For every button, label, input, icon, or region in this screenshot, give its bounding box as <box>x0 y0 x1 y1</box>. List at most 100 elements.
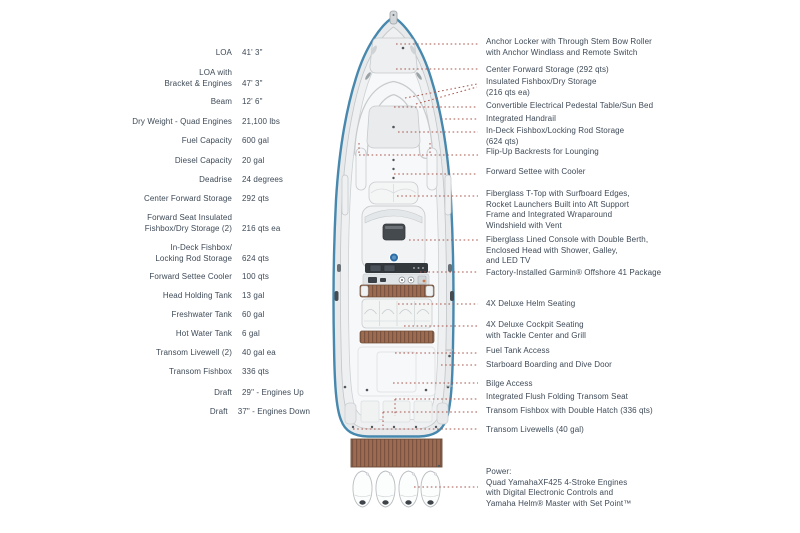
deck-latch-dot <box>392 158 395 162</box>
spec-value: 13 gal <box>242 291 265 300</box>
callout-cockpit-seating: 4X Deluxe Cockpit Seating with Tackle Ce… <box>486 320 587 340</box>
deck-latch-dot <box>392 167 395 171</box>
spec-row-transom-livewell: Transom Livewell (2) 40 gal ea <box>40 348 310 359</box>
bow-deck-hatch-port <box>371 45 377 55</box>
spec-row-loa: LOA 41' 3" <box>40 48 310 59</box>
fuel-tank-hatch <box>376 351 417 393</box>
garmin-display-right <box>383 264 396 272</box>
spec-row-fuel-capacity: Fuel Capacity 600 gal <box>40 136 310 147</box>
spec-label: LOA with Bracket & Engines <box>164 68 232 88</box>
spec-row-forward-seat-fishbox: Forward Seat Insulated Fishbox/Dry Stora… <box>40 213 310 234</box>
spec-label: In-Deck Fishbox/ Locking Rod Storage <box>155 243 232 263</box>
spec-row-forward-settee-cooler: Forward Settee Cooler 100 qts <box>40 272 310 283</box>
bow-bolster-port <box>355 147 367 191</box>
dash-button <box>422 267 424 269</box>
garmin-display-left <box>369 264 382 272</box>
spec-value: 100 qts <box>242 272 269 281</box>
gunwale-fitting-port <box>365 72 371 80</box>
engine-1 <box>352 470 373 508</box>
spec-label: Forward Settee Cooler <box>149 272 232 281</box>
console-emblem-center <box>392 255 396 260</box>
transom-latch-dot <box>351 425 355 429</box>
teak-end-block <box>425 285 434 297</box>
engine-2 <box>375 470 396 508</box>
spec-row-deadrise: Deadrise 24 degrees <box>40 175 310 186</box>
callout-transom-fishbox: Transom Fishbox with Double Hatch (336 q… <box>486 406 653 415</box>
callout-integrated-handrail: Integrated Handrail <box>486 114 556 123</box>
cockpit-teak-deck <box>359 330 435 344</box>
bow-bolster-starboard <box>426 147 438 191</box>
hatch-latch-dot <box>401 46 405 50</box>
spec-label: Draft <box>214 388 232 397</box>
spec-value: 20 gal <box>242 156 265 165</box>
cleat-port <box>334 291 339 301</box>
spec-row-beam: Beam 12' 6" <box>40 97 310 108</box>
transom-livewell-starboard <box>436 402 449 425</box>
dash-button <box>417 267 420 269</box>
spec-value: 6 gal <box>242 329 260 338</box>
bow-settee-cushion <box>355 82 432 158</box>
spec-label: Beam <box>210 97 232 106</box>
callout-transom-livewells: Transom Livewells (40 gal) <box>486 425 584 434</box>
spec-value: 47' 3" <box>242 78 263 88</box>
spec-label: Forward Seat Insulated Fishbox/Dry Stora… <box>144 213 232 233</box>
deck-latch-dot <box>365 388 369 392</box>
spec-label: Center Forward Storage <box>143 194 232 203</box>
callout-garmin-package: Factory-Installed Garmin® Offshore 41 Pa… <box>486 268 662 277</box>
wraparound-windshield <box>364 209 423 224</box>
callout-in-deck-fishbox: In-Deck Fishbox/Locking Rod Storage (624… <box>486 126 625 146</box>
spec-value: 24 degrees <box>242 175 284 184</box>
callout-console: Fiberglass Lined Console with Double Ber… <box>486 235 649 266</box>
engine-3 <box>398 470 419 508</box>
spec-label: Head Holding Tank <box>162 291 232 300</box>
spec-value: 624 qts <box>242 253 269 263</box>
spec-value: 40 gal ea <box>242 348 276 357</box>
spec-value: 21,100 lbs <box>242 117 280 126</box>
spec-row-transom-fishbox: Transom Fishbox 336 qts <box>40 367 310 378</box>
spec-value: 292 qts <box>242 194 269 203</box>
transom-livewell-port <box>344 402 357 425</box>
t-top-hatch-highlight <box>385 226 403 229</box>
transom-box <box>360 400 380 423</box>
aft-deck-hatch-outline <box>357 346 436 397</box>
cleat-starboard <box>450 291 454 301</box>
seat-contour <box>399 309 412 315</box>
spec-row-freshwater-tank: Freshwater Tank 60 gal <box>40 310 310 321</box>
spec-row-draft-engines-up: Draft 29" - Engines Up <box>40 388 310 399</box>
spec-row-loa-with-bracket: LOA with Bracket & Engines 47' 3" <box>40 68 310 89</box>
spec-label: Freshwater Tank <box>171 310 232 319</box>
callout-anchor-locker: Anchor Locker with Through Stem Bow Roll… <box>486 37 652 57</box>
spec-row-center-forward-storage: Center Forward Storage 292 qts <box>40 194 310 205</box>
spec-value: 216 qts ea <box>242 223 281 233</box>
spec-value: 600 gal <box>242 136 269 145</box>
table-latch-dot <box>392 125 395 129</box>
deck-latch-dot <box>424 388 428 392</box>
callout-forward-settee: Forward Settee with Cooler <box>486 167 586 176</box>
spec-row-diesel-capacity: Diesel Capacity 20 gal <box>40 156 310 167</box>
spec-value: 37" - Engines Down <box>237 407 310 416</box>
gauge-needle-dot <box>401 279 403 281</box>
platform-bolt <box>437 464 441 468</box>
callout-helm-seating: 4X Deluxe Helm Seating <box>486 299 576 308</box>
accent-marker <box>422 279 426 283</box>
seat-contour <box>381 309 395 315</box>
callout-transom-seat: Integrated Flush Folding Transom Seat <box>486 392 628 401</box>
gunwale-latch-starboard <box>448 264 452 272</box>
spec-label: Transom Fishbox <box>169 367 232 376</box>
spec-row-hot-water-tank: Hot Water Tank 6 gal <box>40 329 310 340</box>
teak-end-block <box>360 285 369 297</box>
seat-contour <box>416 309 430 315</box>
callout-power: Power: Quad YamahaXF425 4-Stroke Engines… <box>486 467 632 508</box>
seat-contour <box>364 309 377 315</box>
spec-label: Fuel Capacity <box>181 136 232 145</box>
gunwale-dot-port <box>343 385 347 389</box>
bow-deck-hatch-starboard <box>410 45 416 55</box>
spec-label: Dry Weight - Quad Engines <box>132 117 232 126</box>
spec-label: Draft <box>209 407 228 416</box>
transom-latch-dot <box>414 425 418 429</box>
gauge-needle-dot <box>410 279 412 281</box>
anchor-locker-hatch <box>369 37 418 74</box>
gunwale-fitting-starboard <box>416 72 422 80</box>
spec-label: Transom Livewell (2) <box>156 348 232 357</box>
instrument-box <box>380 278 386 282</box>
